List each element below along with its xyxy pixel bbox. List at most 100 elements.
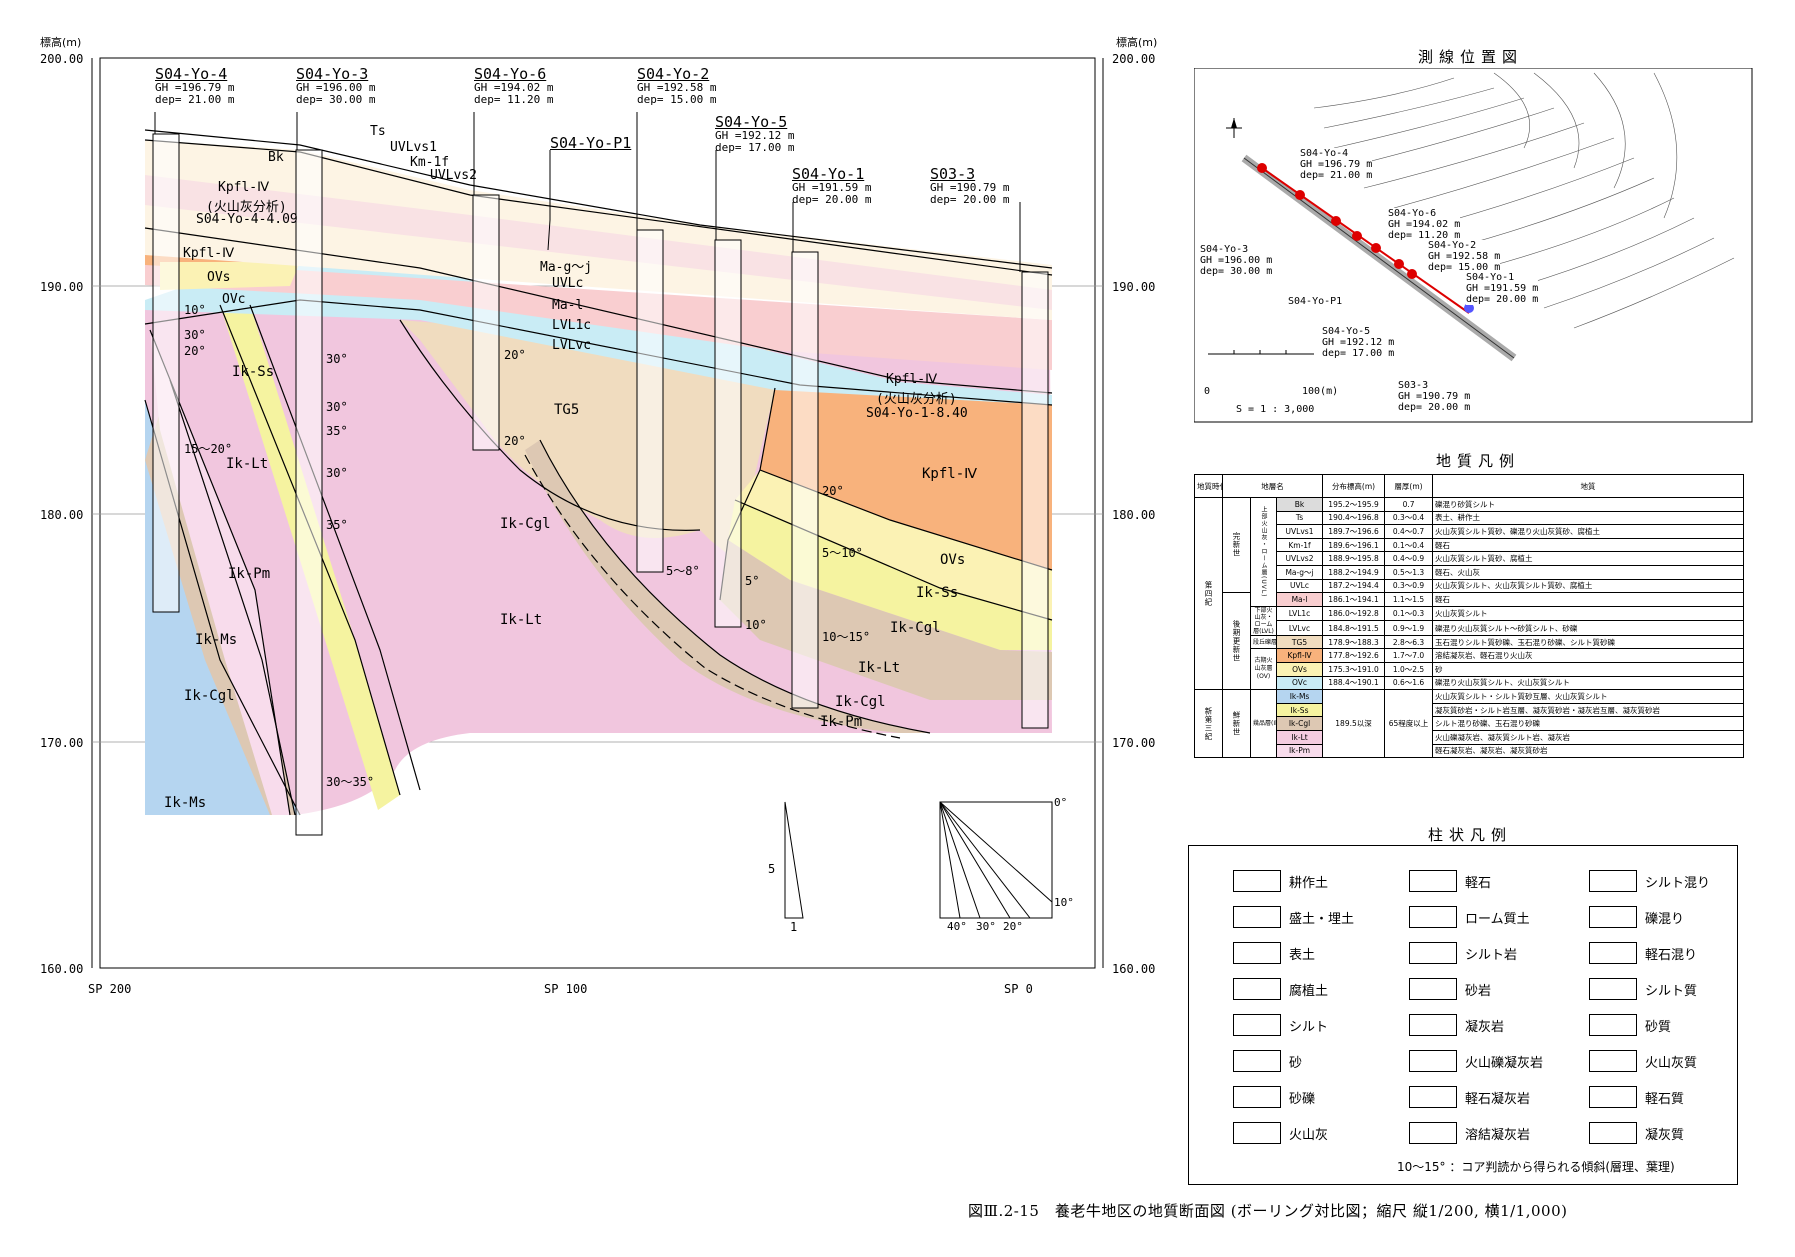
borehole-column bbox=[152, 133, 180, 613]
legend-desc: 火山灰質シルト bbox=[1432, 605, 1744, 622]
elev-unit-left: 標高(m) bbox=[40, 36, 82, 49]
map-scale-zero: 0 bbox=[1204, 386, 1211, 397]
legend-code: Ik-Lt bbox=[1275, 729, 1324, 745]
group-ik: 幾品層(Ik) bbox=[1250, 689, 1277, 759]
epoch-miocene: 鮮新世 bbox=[1222, 689, 1251, 759]
legend-code: TG5 bbox=[1275, 634, 1324, 650]
legend-item-label: 溶結凝灰岩 bbox=[1465, 1127, 1531, 1143]
x-tick-label: SP 100 bbox=[544, 982, 588, 996]
unit-label: Ik-Lt bbox=[500, 612, 543, 628]
group-lvl: 下部火山灰・ローム層(LVL) bbox=[1250, 605, 1277, 636]
unit-label: LVLvc bbox=[552, 338, 592, 353]
pattern-swatch bbox=[1409, 870, 1457, 892]
y-tick-label: 200.00 bbox=[1112, 52, 1156, 66]
pattern-swatch bbox=[1409, 906, 1457, 928]
unit-label: UVLvs1 bbox=[390, 140, 437, 155]
legend-item: 軽石凝灰岩 bbox=[1409, 1086, 1530, 1108]
legend-item: 軽石 bbox=[1409, 870, 1491, 892]
legend-thick: 0.4～0.7 bbox=[1384, 524, 1434, 539]
legend-thick: 0.4～0.9 bbox=[1384, 551, 1434, 566]
group-uvl: 上部火山灰・ローム層(UVL) bbox=[1250, 497, 1277, 607]
unit-ik-cgl-curve bbox=[525, 440, 930, 733]
legend-code: LVLvc bbox=[1275, 620, 1324, 636]
legend-desc: 火山灰質シルト質砂、腐植土 bbox=[1432, 551, 1744, 566]
legend-code: UVLvs1 bbox=[1275, 524, 1324, 539]
legend-item: 砂 bbox=[1233, 1050, 1302, 1072]
unit-label: UVLc bbox=[552, 276, 584, 291]
map-point-dep: dep= 11.20 m bbox=[1388, 230, 1461, 241]
unit-label: (火山灰分析) bbox=[206, 200, 287, 215]
unit-label: (火山灰分析) bbox=[876, 392, 957, 407]
unit-label: Kpfl-Ⅳ bbox=[183, 246, 235, 261]
legend-range: 188.4～190.1 bbox=[1322, 675, 1386, 691]
dip-label: 20° bbox=[504, 348, 526, 362]
pattern-swatch bbox=[1233, 870, 1281, 892]
legend-desc: 凝灰質砂岩・シルト岩互層、凝灰質砂岩・凝灰岩互層、凝灰質砂岩 bbox=[1432, 702, 1744, 718]
map-point-gh: GH =196.00 m bbox=[1200, 255, 1273, 266]
borehole-name: S04-Yo-6 bbox=[474, 65, 547, 83]
horizontal-scale-label: 1 bbox=[790, 920, 798, 934]
pattern-swatch bbox=[1589, 1014, 1637, 1036]
map-title: 測線位置図 bbox=[1418, 48, 1524, 66]
header-unit: 地層名 bbox=[1221, 474, 1324, 498]
pattern-swatch bbox=[1589, 1122, 1637, 1144]
legend-item: 砂質 bbox=[1589, 1014, 1671, 1036]
unit-label: Kpfl-Ⅳ bbox=[922, 466, 978, 482]
legend-desc: シルト混り砂礫、玉石混り砂礫 bbox=[1432, 716, 1744, 731]
map-point-name: S04-Yo-2 bbox=[1428, 240, 1477, 251]
dip-label: 20° bbox=[184, 344, 206, 358]
map-point-gh: GH =190.79 m bbox=[1398, 391, 1471, 402]
strata bbox=[144, 129, 1053, 816]
borehole-dep: dep= 11.20 m bbox=[474, 93, 554, 106]
legend-item: 火山礫凝灰岩 bbox=[1409, 1050, 1543, 1072]
map-point-name: S04-Yo-4 bbox=[1300, 148, 1349, 159]
unit-label: Bk bbox=[268, 150, 284, 165]
dip-label: 30° bbox=[326, 400, 348, 414]
legend-item-label: シルト岩 bbox=[1465, 947, 1518, 963]
angle-label: 40° bbox=[947, 920, 967, 933]
map-point-name: S03-3 bbox=[1398, 380, 1429, 391]
unit-label: Ik-Cgl bbox=[500, 516, 551, 532]
pattern-swatch bbox=[1589, 942, 1637, 964]
map-point-dep: dep= 17.00 m bbox=[1322, 348, 1395, 359]
legend-item-label: 凝灰質 bbox=[1645, 1127, 1685, 1143]
legend-item-label: 盛土・埋土 bbox=[1289, 911, 1355, 927]
ik-thick: 65程度以上 bbox=[1384, 689, 1434, 759]
x-tick-label: SP 0 bbox=[1004, 982, 1033, 996]
header-range: 分布標高(m) bbox=[1322, 474, 1386, 498]
borehole-column bbox=[295, 149, 323, 836]
legend-thick: 0.6～1.6 bbox=[1384, 675, 1434, 691]
legend-range: 186.0～192.8 bbox=[1322, 605, 1386, 622]
epoch-holocene: 完新世 bbox=[1222, 496, 1251, 594]
unit-label: Km-1f bbox=[410, 155, 450, 170]
map-point-label: S04-Yo-4 GH =196.79 m dep= 21.00 m bbox=[1300, 148, 1373, 181]
borehole-dep: dep= 30.00 m bbox=[296, 93, 376, 106]
legend-item-label: 礫混り bbox=[1645, 911, 1685, 927]
borehole-gh: GH =192.58 m bbox=[637, 81, 717, 94]
legend-item-label: 砂質 bbox=[1645, 1019, 1672, 1035]
borehole-name: S04-Yo-5 bbox=[715, 113, 788, 131]
map-point-name: S04-Yo-6 bbox=[1388, 208, 1437, 219]
legend-thick: 0.5～1.3 bbox=[1384, 564, 1434, 580]
legend-code: Ik-Pm bbox=[1275, 743, 1324, 759]
dip-label: 15～20° bbox=[184, 442, 233, 456]
pattern-swatch bbox=[1409, 1050, 1457, 1072]
unit-label: Ik-Cgl bbox=[184, 688, 235, 704]
section-frame bbox=[99, 57, 1096, 969]
y-tick-label: 200.00 bbox=[40, 52, 84, 66]
legend-code: Km-1f bbox=[1275, 537, 1324, 553]
dip-label: 30° bbox=[326, 466, 348, 480]
dip-label: 10° bbox=[745, 618, 767, 632]
map-point-label: S04-Yo-5 GH =192.12 m dep= 17.00 m bbox=[1322, 326, 1395, 359]
dip-label: 20° bbox=[822, 484, 844, 498]
unit-label: Ik-Pm bbox=[228, 566, 271, 582]
legend-item-label: 軽石混り bbox=[1645, 947, 1698, 963]
unit-label: Ik-Pm bbox=[820, 714, 863, 730]
legend-desc: 軽石 bbox=[1432, 537, 1744, 553]
legend-item-label: 火山礫凝灰岩 bbox=[1465, 1055, 1544, 1071]
legend-code: Ik-Ss bbox=[1275, 702, 1324, 718]
legend-thick: 0.1～0.4 bbox=[1384, 537, 1434, 553]
unit-label: Ik-Ms bbox=[164, 795, 207, 811]
legend-range: 190.4～196.8 bbox=[1322, 510, 1386, 526]
unit-uvl-pink bbox=[145, 175, 1052, 310]
